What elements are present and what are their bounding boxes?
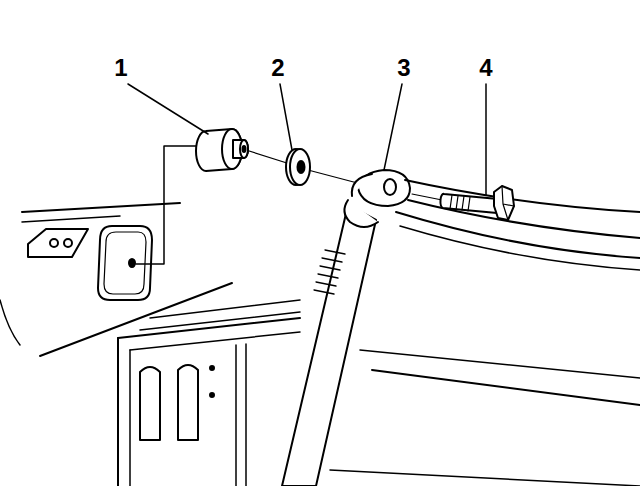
callout-number: 4 [476,55,495,81]
callout-number: 2 [268,55,287,81]
callout-number: 1 [111,55,130,81]
leaf-spring [396,180,640,270]
callout-number: 3 [394,55,413,81]
body-panel [0,146,300,356]
bushing [196,129,248,171]
assembly-axis [246,150,442,200]
washer [286,149,310,185]
leader-lines [128,84,486,195]
bolt [440,186,514,220]
strap-bracket [282,170,410,486]
floor-structure [118,318,640,486]
